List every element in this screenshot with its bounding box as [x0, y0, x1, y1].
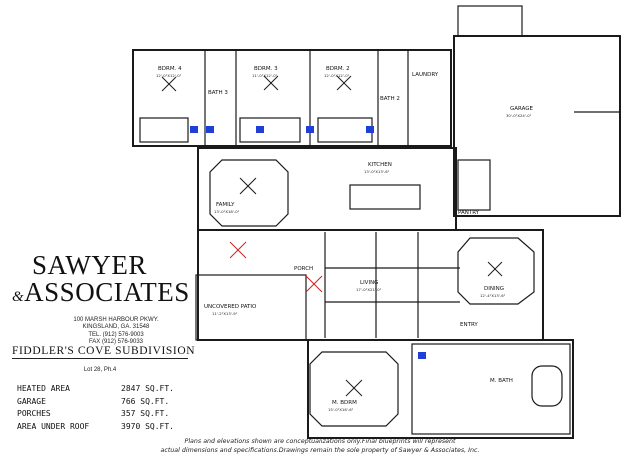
family-size: 13'-0"X18'-0" [214, 209, 240, 214]
disclaimer-line-1: Plans and elevations shown are conceptua… [184, 438, 456, 445]
master-bdrm-size: 15'-0"X16'-6" [328, 407, 354, 412]
area-label: HEATED AREA [17, 384, 70, 393]
disclaimer-line-2: actual dimensions and specifications.Dra… [160, 446, 480, 454]
lot-number: Lot 28, Ph.4 [83, 367, 117, 373]
master-suite-wall [307, 339, 574, 439]
area-value: 3970 SQ.FT. [121, 421, 174, 431]
company-phone: TEL. (912) 576-9003 [88, 331, 144, 338]
logo-text-2: ASSOCIATES [24, 277, 190, 307]
area-value: 2847 SQ.FT. [121, 384, 174, 393]
area-row: AREA UNDER ROOF 3970 SQ.FT. [17, 421, 187, 434]
bdrm3-label: BDRM. 3 [254, 66, 278, 72]
area-row: GARAGE 766 SQ.FT. [17, 396, 187, 409]
bath2-label: BATH 2 [380, 96, 400, 102]
logo-text-1: SAWYER [32, 250, 147, 280]
porch-label: PORCH [294, 266, 313, 272]
address-line-2: KINGSLAND, GA. 31548 [82, 324, 150, 331]
area-label: AREA UNDER ROOF [17, 421, 90, 431]
dining-label: DINING [484, 286, 504, 292]
laundry-label: LAUNDRY [412, 72, 439, 78]
kitchen-size: 13'-0"X13'-6" [364, 169, 390, 174]
bdrm2-label: BDRM. 2 [326, 66, 350, 72]
bath3-label: BATH 3 [208, 90, 228, 96]
bedroom-wing-wall [132, 49, 452, 147]
subdivision-title: FIDDLER'S COVE SUBDIVISION [12, 345, 196, 359]
bdrm2-size: 12'-0"X12'-0" [324, 73, 350, 78]
area-value: 766 SQ.FT. [121, 396, 170, 406]
area-label: PORCHES [17, 409, 51, 418]
company-logo: SAWYER &ASSOCIATES 100 MARSH HARBOUR PKW… [12, 252, 190, 347]
kitchen-label: KITCHEN [368, 162, 392, 168]
garage-size: 30'-0"X24'-0" [506, 113, 532, 118]
logo-line-sawyer: SAWYER [12, 252, 190, 279]
family-label: FAMILY [216, 202, 235, 208]
logo-amp: & [12, 289, 25, 305]
bdrm4-size: 12'-0"X12'-0" [156, 73, 182, 78]
master-bdrm-label: M. BDRM [332, 400, 357, 406]
area-row: PORCHES 357 SQ.FT. [17, 408, 187, 421]
area-value: 357 SQ.FT. [121, 409, 170, 418]
company-address: 100 MARSH HARBOUR PKWY. KINGSLAND, GA. 3… [42, 317, 190, 347]
patio-label: UNCOVERED PATIO [204, 304, 257, 310]
address-line-1: 100 MARSH HARBOUR PKWY. [73, 317, 159, 323]
living-label: LIVING [360, 280, 378, 286]
patio-size: 11'-2"X13'-9" [212, 311, 238, 316]
living-size: 17'-0"X21'-0" [356, 287, 382, 292]
pantry-label: PANTRY [458, 210, 480, 216]
logo-line-associates: &ASSOCIATES [12, 279, 190, 311]
area-row: HEATED AREA 2847 SQ.FT. [17, 383, 187, 396]
master-bath-label: M. BATH [490, 378, 513, 384]
bdrm3-size: 11'-0"X12'-0" [252, 73, 278, 78]
area-label: GARAGE [17, 396, 46, 406]
bdrm4-label: BDRM. 4 [158, 66, 182, 72]
dining-size: 12'-4"X13'-6" [480, 293, 506, 298]
garage-label: GARAGE [510, 106, 534, 112]
company-fax: FAX (912) 576-9033 [88, 339, 144, 346]
garage-wall [453, 35, 621, 217]
disclaimer: Plans and elevations shown are conceptua… [110, 438, 530, 455]
entry-label: ENTRY [460, 322, 478, 328]
